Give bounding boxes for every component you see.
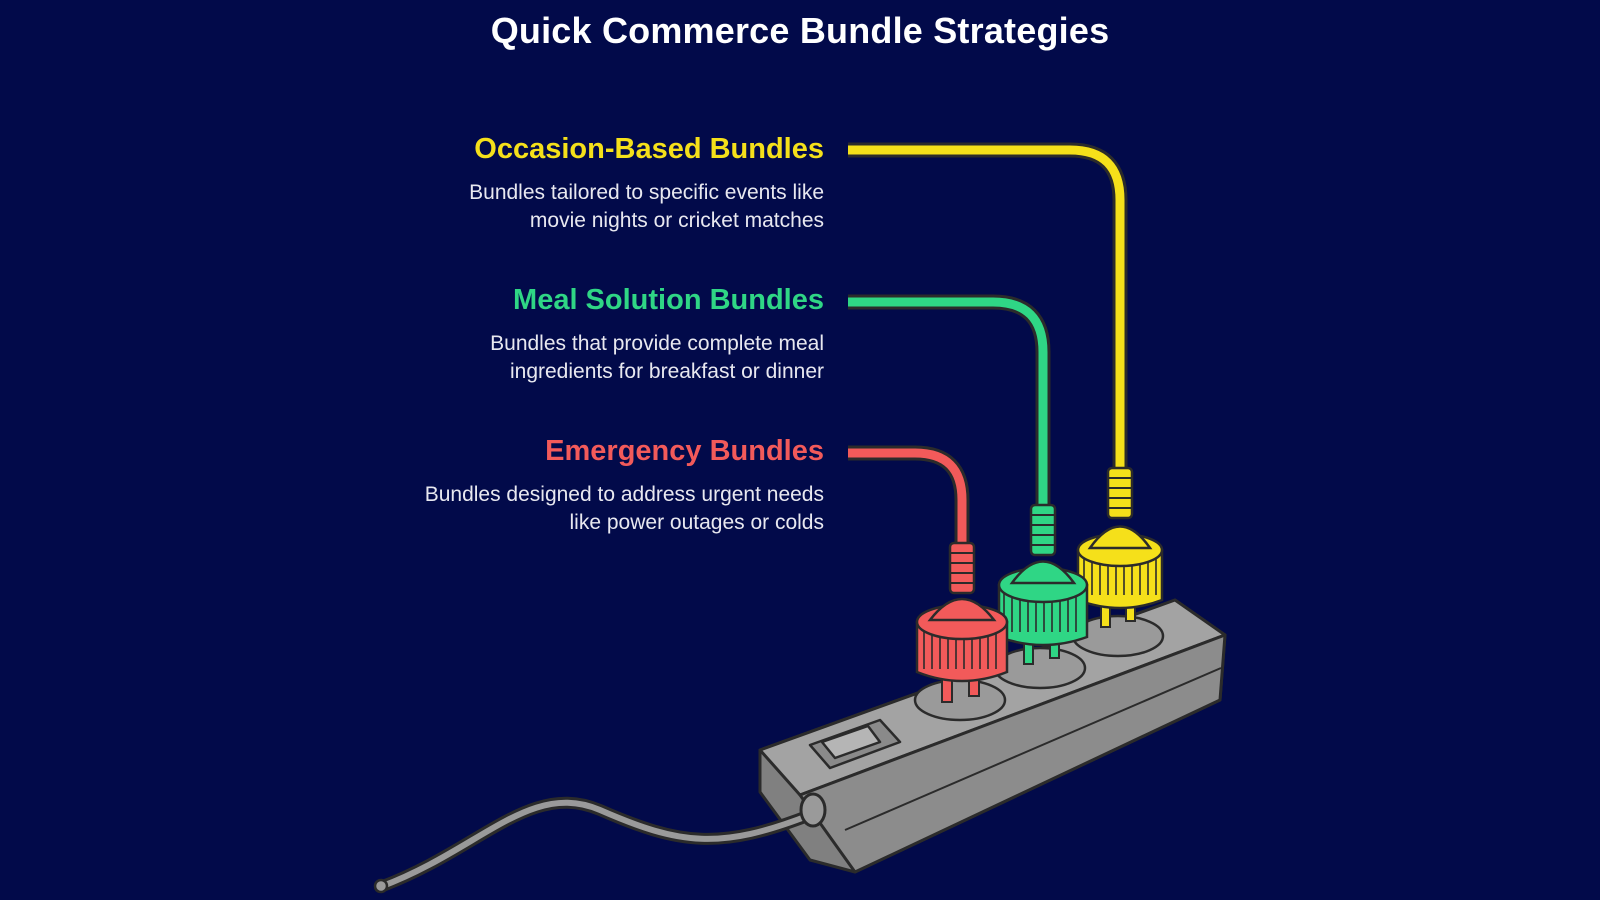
power-cord: [373, 792, 827, 894]
meal-plug-cable: [848, 294, 1089, 665]
bundle-heading: Emergency Bundles: [545, 435, 824, 467]
power-switch: [808, 718, 902, 770]
bundle-description-line: Bundles tailored to specific events like: [469, 181, 824, 204]
bundle-occasion: Occasion-Based Bundles Bundles tailored …: [469, 131, 824, 235]
bundle-description-line: Bundles designed to address urgent needs: [424, 483, 824, 506]
bundle-meal-solution: Meal Solution Bundles Bundles that provi…: [490, 282, 824, 386]
bundle-description-line: like power outages or colds: [569, 511, 824, 534]
bundle-description: Bundles that provide complete meal ingre…: [490, 330, 824, 386]
occasion-plug-cable: [848, 142, 1164, 628]
bundle-description-line: ingredients for breakfast or dinner: [509, 360, 824, 383]
bundle-emergency: Emergency Bundles Bundles designed to ad…: [425, 433, 824, 537]
bundle-description: Bundles designed to address urgent needs…: [425, 481, 824, 537]
bundle-description-line: Bundles that provide complete meal: [490, 332, 824, 355]
bundle-description: Bundles tailored to specific events like…: [469, 179, 824, 235]
emergency-plug-cable: [848, 445, 1009, 703]
bundle-description-line: movie nights or cricket matches: [529, 209, 824, 232]
bundle-heading: Meal Solution Bundles: [513, 284, 824, 316]
page-title: Quick Commerce Bundle Strategies: [490, 10, 1110, 51]
bundle-heading: Occasion-Based Bundles: [474, 133, 824, 165]
